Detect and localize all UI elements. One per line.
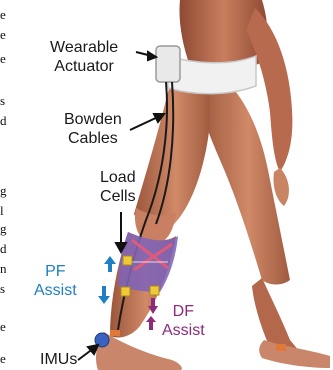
load-cell-sensor-1 (123, 256, 132, 265)
load-cell-sensor-2 (121, 287, 130, 296)
label-pf-assist: PF Assist (34, 262, 77, 300)
label-wearable-actuator: Wearable Actuator (50, 38, 118, 76)
df-arrow-up-icon (146, 316, 156, 330)
pf-arrow-up-icon (104, 256, 116, 272)
hand (273, 168, 288, 206)
back-foot (259, 340, 330, 368)
label-load-cells: Load Cells (100, 168, 136, 206)
actuator-box (156, 46, 180, 82)
imu-sensor-back (276, 344, 286, 351)
label-imus: IMUs (40, 350, 77, 369)
foot-strap (110, 330, 120, 336)
label-df-assist: DF Assist (162, 302, 205, 340)
label-bowden-cables: Bowden Cables (64, 110, 122, 148)
load-cell-sensor-3 (150, 286, 159, 295)
pf-arrow-down-icon (98, 286, 110, 304)
back-shin (252, 278, 300, 354)
